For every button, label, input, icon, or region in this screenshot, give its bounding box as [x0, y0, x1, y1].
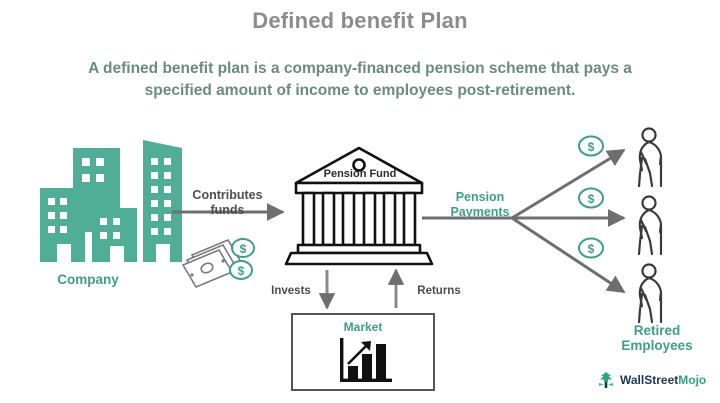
- elderly-person-with-cane-icon: [637, 263, 663, 324]
- contributes-funds-label: Contributes funds: [175, 188, 280, 218]
- page-title: Defined benefit Plan: [252, 8, 468, 33]
- logo-text: WallStreetMojo: [620, 373, 706, 387]
- pension-payments-label: Pension Payments: [437, 190, 523, 220]
- page-subtitle: A defined benefit plan is a company-fina…: [28, 58, 692, 102]
- svg-text:$: $: [588, 140, 595, 154]
- svg-text:$: $: [238, 264, 245, 278]
- pension-fund-label: Pension Fund: [323, 168, 397, 180]
- invests-label: Invests: [271, 285, 311, 297]
- svg-text:$: $: [588, 192, 595, 206]
- subtitle-line-2: specified amount of income to employees …: [144, 82, 576, 99]
- dollar-coin-icon: $: [229, 260, 253, 280]
- dollar-coin-icon: $: [231, 238, 255, 258]
- bank-building-icon: [284, 146, 434, 266]
- svg-text:$: $: [588, 242, 595, 256]
- returns-label: Returns: [417, 285, 461, 297]
- pension-payments-line-1: Pension: [455, 190, 505, 204]
- company-label: Company: [57, 272, 119, 287]
- pension-payment-branch-top: [511, 148, 626, 220]
- svg-text:$: $: [240, 242, 247, 256]
- contributes-line-2: funds: [210, 203, 245, 217]
- wallstreetmojo-tree-icon: [599, 372, 613, 388]
- dollar-coin-icon: $: [578, 237, 604, 259]
- wallstreetmojo-logo[interactable]: WallStreetMojo: [596, 370, 706, 390]
- elderly-person-with-cane-icon: [637, 195, 663, 256]
- office-buildings-icon: [40, 140, 182, 262]
- dollar-coin-icon: $: [578, 187, 604, 209]
- elderly-person-with-cane-icon: [637, 127, 663, 188]
- retired-line-1: Retired: [633, 323, 681, 338]
- dollar-coin-icon: $: [578, 135, 604, 157]
- logo-text-primary: WallStreet: [620, 373, 679, 387]
- market-label: Market: [343, 320, 383, 334]
- pension-payment-branch-bottom: [511, 216, 626, 294]
- logo-text-accent: Mojo: [678, 373, 707, 387]
- retired-line-2: Employees: [621, 338, 693, 353]
- bar-chart-growth-icon: [340, 338, 392, 382]
- contributes-line-1: Contributes: [192, 188, 263, 202]
- pension-payments-line-2: Payments: [450, 205, 510, 219]
- subtitle-line-1: A defined benefit plan is a company-fina…: [88, 60, 632, 77]
- retired-employees-label: Retired Employees: [598, 323, 716, 353]
